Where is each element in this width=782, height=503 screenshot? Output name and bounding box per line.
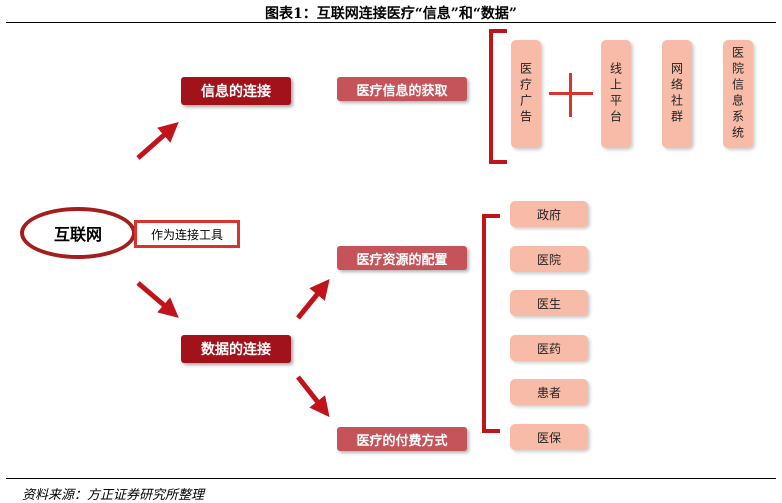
entity-insurance: 医保 (510, 424, 588, 450)
entity-pharma: 医药 (510, 335, 588, 361)
connection-tool-label: 作为连接工具 (134, 220, 240, 248)
channel-hospital-info-system: 医院信息系统 (723, 40, 753, 148)
arrow-to-info (136, 122, 179, 160)
plus-icon (549, 73, 593, 117)
medical-resource-allocation-box: 医疗资源的配置 (337, 246, 467, 270)
source-note: 资料来源：方正证券研究所整理 (22, 488, 205, 503)
bracket-info (489, 29, 507, 164)
medical-info-acquisition-box: 医疗信息的获取 (337, 77, 467, 101)
top-rule (6, 22, 776, 23)
bottom-rule (6, 478, 776, 479)
arrow-to-payment (296, 375, 330, 418)
data-connection-box: 数据的连接 (181, 335, 291, 363)
info-connection-box: 信息的连接 (181, 77, 291, 105)
channel-medical-ad: 医疗广告 (511, 40, 541, 148)
bracket-data (482, 214, 500, 433)
figure-title: 图表1：互联网连接医疗“信息”和“数据” (265, 6, 517, 22)
channel-online-community: 网络社群 (662, 40, 692, 148)
entity-government: 政府 (510, 201, 588, 227)
entity-hospital: 医院 (510, 246, 588, 272)
arrow-to-data (136, 281, 179, 318)
entity-patient: 患者 (510, 379, 588, 405)
entity-doctor: 医生 (510, 290, 588, 316)
internet-oval: 互联网 (20, 207, 136, 259)
medical-payment-method-box: 医疗的付费方式 (337, 427, 467, 451)
channel-online-platform: 线上平台 (601, 40, 631, 148)
arrow-to-resource (296, 279, 330, 320)
